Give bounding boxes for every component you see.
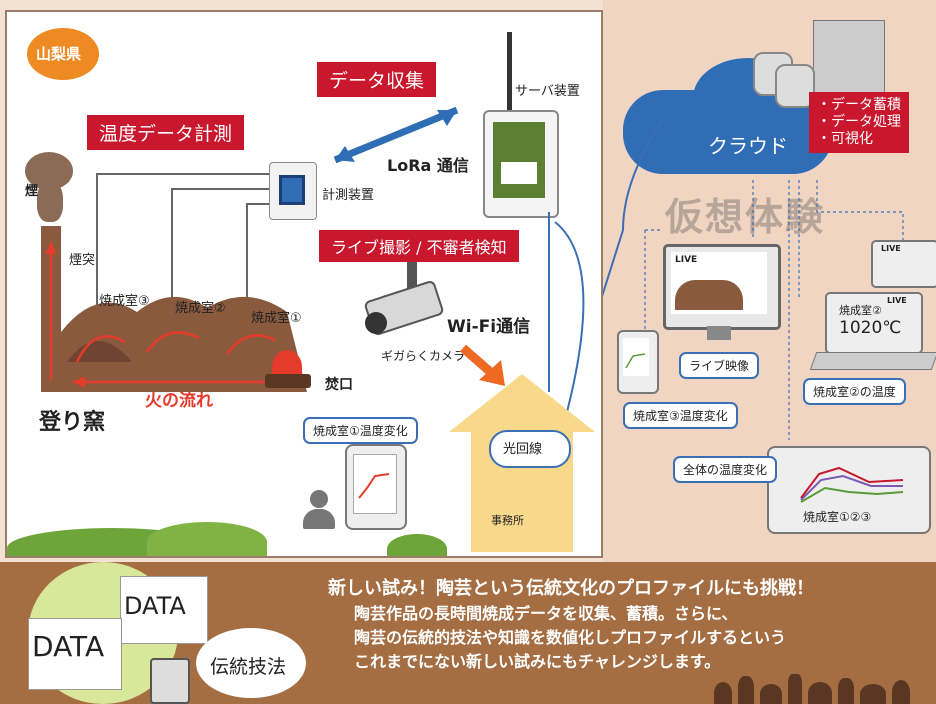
cloud-label: クラウド xyxy=(708,134,788,158)
fiber-label: 光回線 xyxy=(503,442,543,457)
prefecture-label: 山梨県 xyxy=(36,45,82,63)
device-screen xyxy=(279,175,305,205)
server-panel xyxy=(493,122,545,198)
left-panel: 山梨県 温度データ計測 データ収集 ライブ撮影 / 不審者検知 LoRa 通信 … xyxy=(5,10,603,558)
overall-tablet xyxy=(767,446,931,534)
prefecture-badge xyxy=(27,28,99,80)
kiln-label: 登り窯 xyxy=(39,410,106,435)
camera-lens xyxy=(365,312,387,334)
data-sheet-back xyxy=(120,576,208,644)
server-cable xyxy=(548,212,550,392)
overall-temp-label: 全体の温度変化 xyxy=(673,456,778,483)
live-video-label: ライブ映像 xyxy=(679,352,760,379)
chamber3-temp-label: 焼成室③温度変化 xyxy=(623,402,738,429)
fiber-cloud xyxy=(489,430,571,468)
monitor-stand xyxy=(707,326,731,340)
person-icon xyxy=(310,490,328,508)
server-label: サーバ装置 xyxy=(515,84,580,99)
cloud-list-item: ・データ処理 xyxy=(817,114,901,130)
data-label-2: DATA xyxy=(32,630,105,663)
bushes xyxy=(7,520,601,556)
cloud-list: ・データ蓄積 ・データ処理 ・可視化 xyxy=(809,92,909,153)
device-label: 計測装置 xyxy=(322,188,375,203)
bottom-body-3: これまでにない新しい試みにもチャレンジします。 xyxy=(354,652,721,671)
cloud-list-item: ・データ蓄積 xyxy=(817,97,901,113)
firewood-icon xyxy=(265,374,311,388)
person-body xyxy=(303,509,335,529)
display-chamber: 焼成室② xyxy=(839,304,882,317)
fire-flow-label: 火の流れ xyxy=(145,391,213,411)
smoke-label: 煙 xyxy=(25,184,39,199)
firebox-label: 焚口 xyxy=(325,377,353,393)
overall-graph xyxy=(800,466,904,503)
camera-label: ギガらくカメラ xyxy=(381,349,466,363)
bottom-body-1: 陶芸作品の長時間焼成データを収集、蓄積。さらに、 xyxy=(354,604,738,623)
small-tablet xyxy=(871,240,936,288)
right-panel: クラウド ・データ蓄積 ・データ処理 ・可視化 仮想体験 LIVE ライブ映像 … xyxy=(603,0,936,562)
lora-arrow-icon xyxy=(333,106,459,164)
data-sheet-front xyxy=(28,618,122,690)
chamber3-label: 焼成室③ xyxy=(99,294,150,309)
data-collect-label: データ収集 xyxy=(317,62,437,97)
server-antenna xyxy=(507,32,512,112)
cloud-list-item: ・可視化 xyxy=(817,131,873,147)
chamber2-label: 焼成室② xyxy=(175,301,226,316)
storage-icon-2 xyxy=(775,64,815,108)
distribution-lines xyxy=(603,119,904,440)
keyboard xyxy=(809,352,936,370)
bottom-band: DATA DATA 伝統技法 新しい試み！陶芸という伝統文化のプロファイルにも挑… xyxy=(0,562,936,704)
bottom-body-2: 陶芸の伝統的技法や知識を数値化しプロファイルするという xyxy=(354,628,787,647)
wifi-arrow-icon xyxy=(460,344,505,386)
data-label-1: DATA xyxy=(124,592,186,620)
pot-icon xyxy=(150,658,190,704)
chamber123-label: 焼成室①②③ xyxy=(803,510,872,524)
live-detect-label: ライブ撮影 / 不審者検知 xyxy=(319,230,519,262)
phone-screen xyxy=(623,338,649,376)
server-window xyxy=(501,162,537,184)
kiln-illustration xyxy=(41,226,307,392)
virtual-label: 仮想体験 xyxy=(665,195,826,239)
tablet-label: 焼成室①温度変化 xyxy=(303,417,418,444)
tradition-circle xyxy=(196,628,306,698)
office-label: 事務所 xyxy=(491,514,524,527)
tablet-screen xyxy=(353,454,397,514)
lora-label: LoRa 通信 xyxy=(387,156,469,175)
tablet-graph xyxy=(358,473,390,499)
chamber1-label: 焼成室① xyxy=(251,311,302,326)
wifi-label: Wi-Fi通信 xyxy=(447,317,531,337)
phone-graph xyxy=(625,353,646,369)
display-live: LIVE xyxy=(887,296,907,305)
chimney-label: 煙突 xyxy=(69,253,96,268)
temp-measure-label: 温度データ計測 xyxy=(87,115,245,150)
tradition-label: 伝統技法 xyxy=(210,656,287,678)
live-monitor-kiln xyxy=(675,280,743,310)
chamber2-temp-label: 焼成室②の温度 xyxy=(803,378,906,405)
pottery-silhouettes xyxy=(714,674,924,704)
datacenter-icon xyxy=(813,20,885,102)
display-temp: 1020℃ xyxy=(839,318,902,338)
camera-mount xyxy=(407,262,417,292)
smoke-puff xyxy=(37,182,63,222)
sensor-wires xyxy=(96,173,585,433)
live-tag: LIVE xyxy=(675,255,698,265)
bottom-title: 新しい試み！陶芸という伝統文化のプロファイルにも挑戦！ xyxy=(328,578,814,599)
small-tablet-live: LIVE xyxy=(881,244,901,253)
